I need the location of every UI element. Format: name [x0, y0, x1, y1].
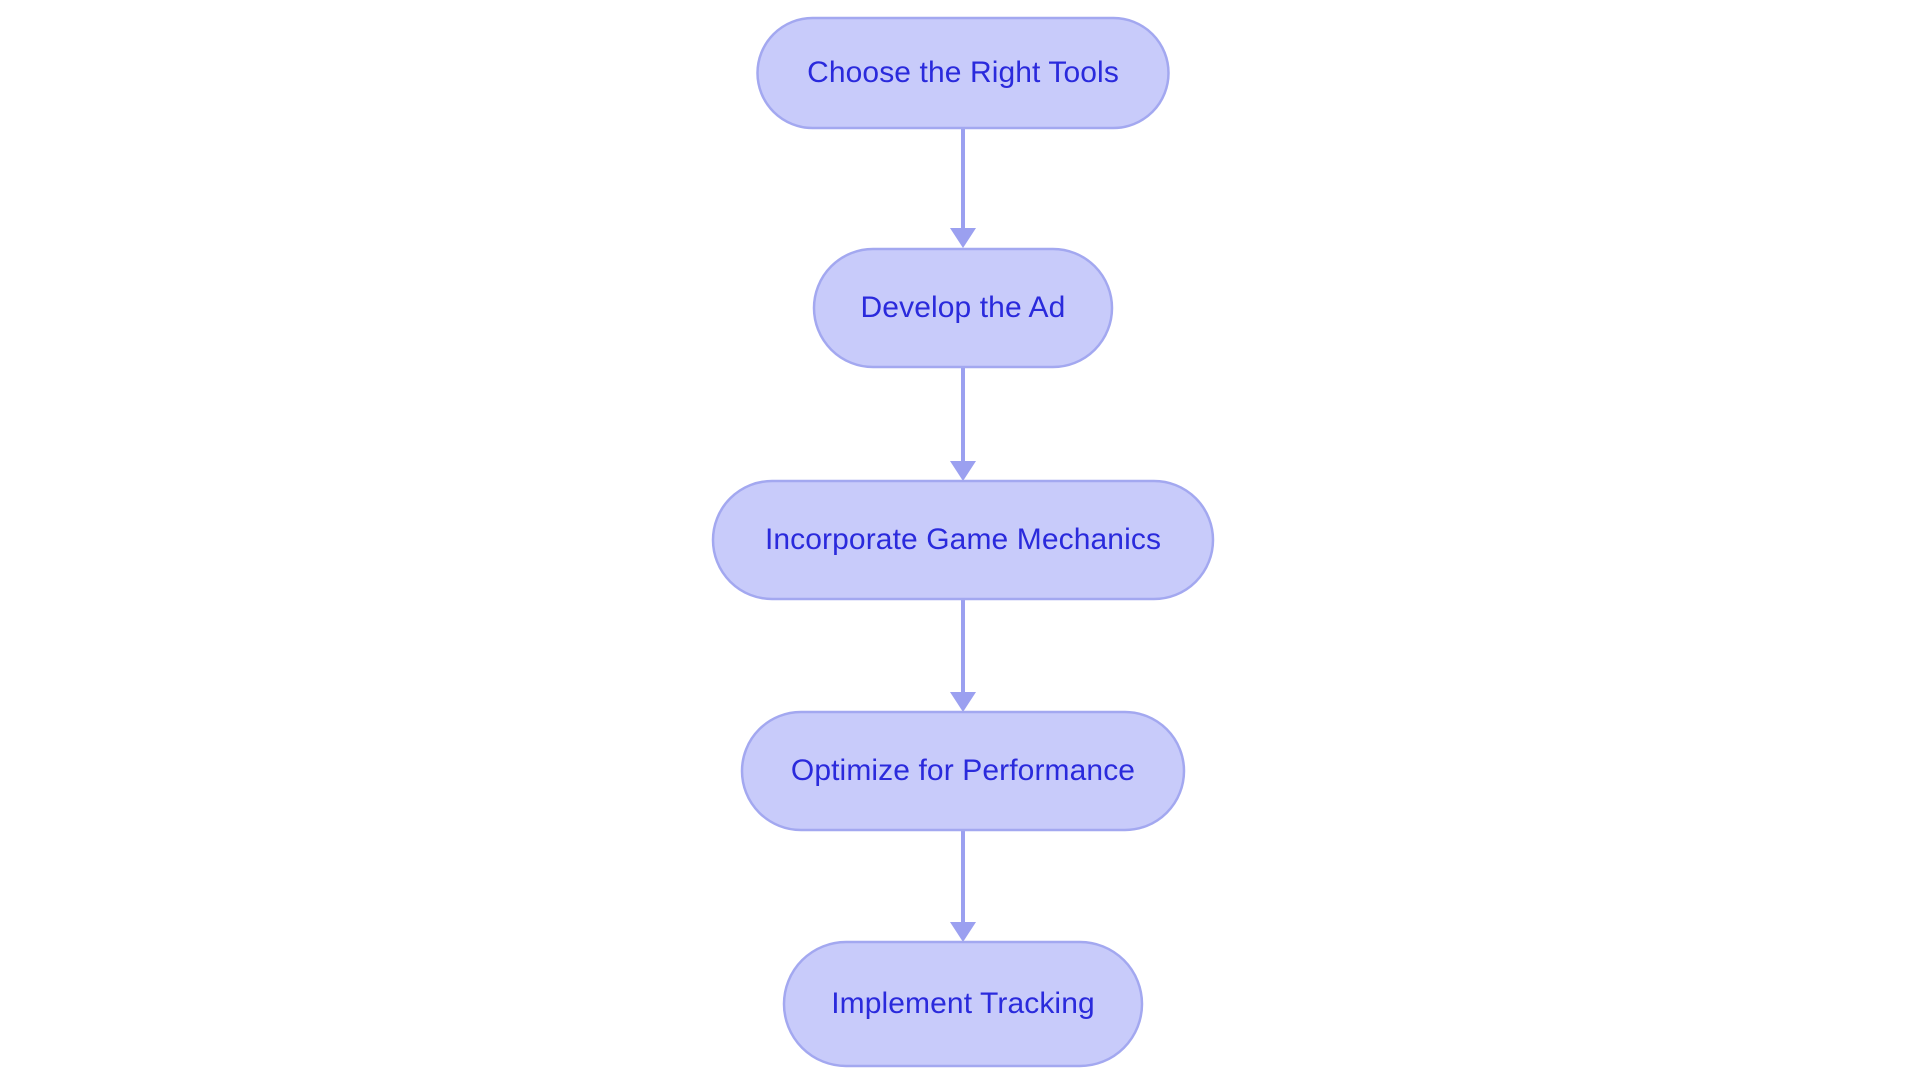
arrowhead-icon: [950, 228, 976, 248]
node-label: Incorporate Game Mechanics: [765, 523, 1161, 556]
arrowhead-icon: [950, 692, 976, 712]
flowchart-node-choose-the-right-tools[interactable]: Choose the Right Tools: [756, 16, 1170, 130]
connector-arrow: [950, 367, 976, 481]
flowchart-node-develop-the-ad[interactable]: Develop the Ad: [812, 247, 1114, 369]
arrowhead-icon: [950, 922, 976, 942]
node-shape[interactable]: [812, 247, 1114, 369]
flowchart-node-optimize-for-performance[interactable]: Optimize for Performance: [740, 710, 1186, 832]
node-shape[interactable]: [756, 16, 1170, 130]
node-shape[interactable]: [782, 940, 1144, 1068]
flowchart-node-implement-tracking[interactable]: Implement Tracking: [782, 940, 1144, 1068]
node-label: Optimize for Performance: [791, 754, 1135, 787]
node-label: Implement Tracking: [831, 987, 1095, 1020]
connector-arrow: [950, 599, 976, 712]
node-shape[interactable]: [740, 710, 1186, 832]
connector-arrow: [950, 128, 976, 248]
node-shape[interactable]: [711, 479, 1215, 601]
connector-arrow: [950, 830, 976, 942]
node-label: Choose the Right Tools: [807, 56, 1119, 89]
node-label: Develop the Ad: [861, 291, 1066, 324]
flowchart-node-incorporate-game-mechanics[interactable]: Incorporate Game Mechanics: [711, 479, 1215, 601]
connectors-layer: [950, 128, 976, 942]
arrowhead-icon: [950, 461, 976, 481]
